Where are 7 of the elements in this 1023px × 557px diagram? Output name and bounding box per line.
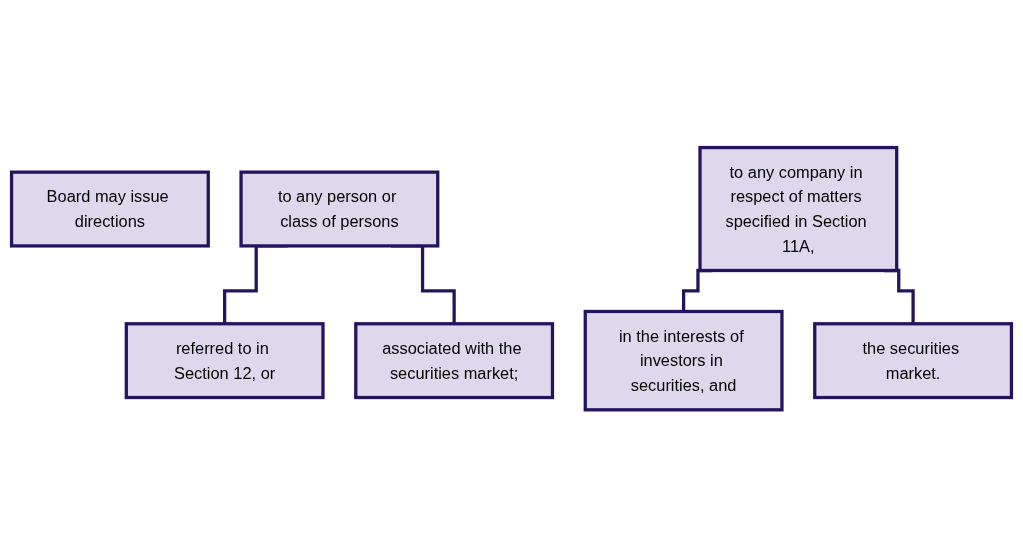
node-box: referred to in Section 12, or [124, 321, 325, 399]
node-box: associated with the securities market; [354, 321, 555, 399]
node-box: the securities market. [813, 321, 1014, 399]
node-box: Board may issue directions [9, 170, 210, 248]
node-box: to any company in respect of matters specified in Section 11A, [698, 145, 899, 272]
node-box: in the interests of investors in securities, and [583, 309, 784, 412]
node-box: to any person or class of persons [239, 170, 440, 248]
